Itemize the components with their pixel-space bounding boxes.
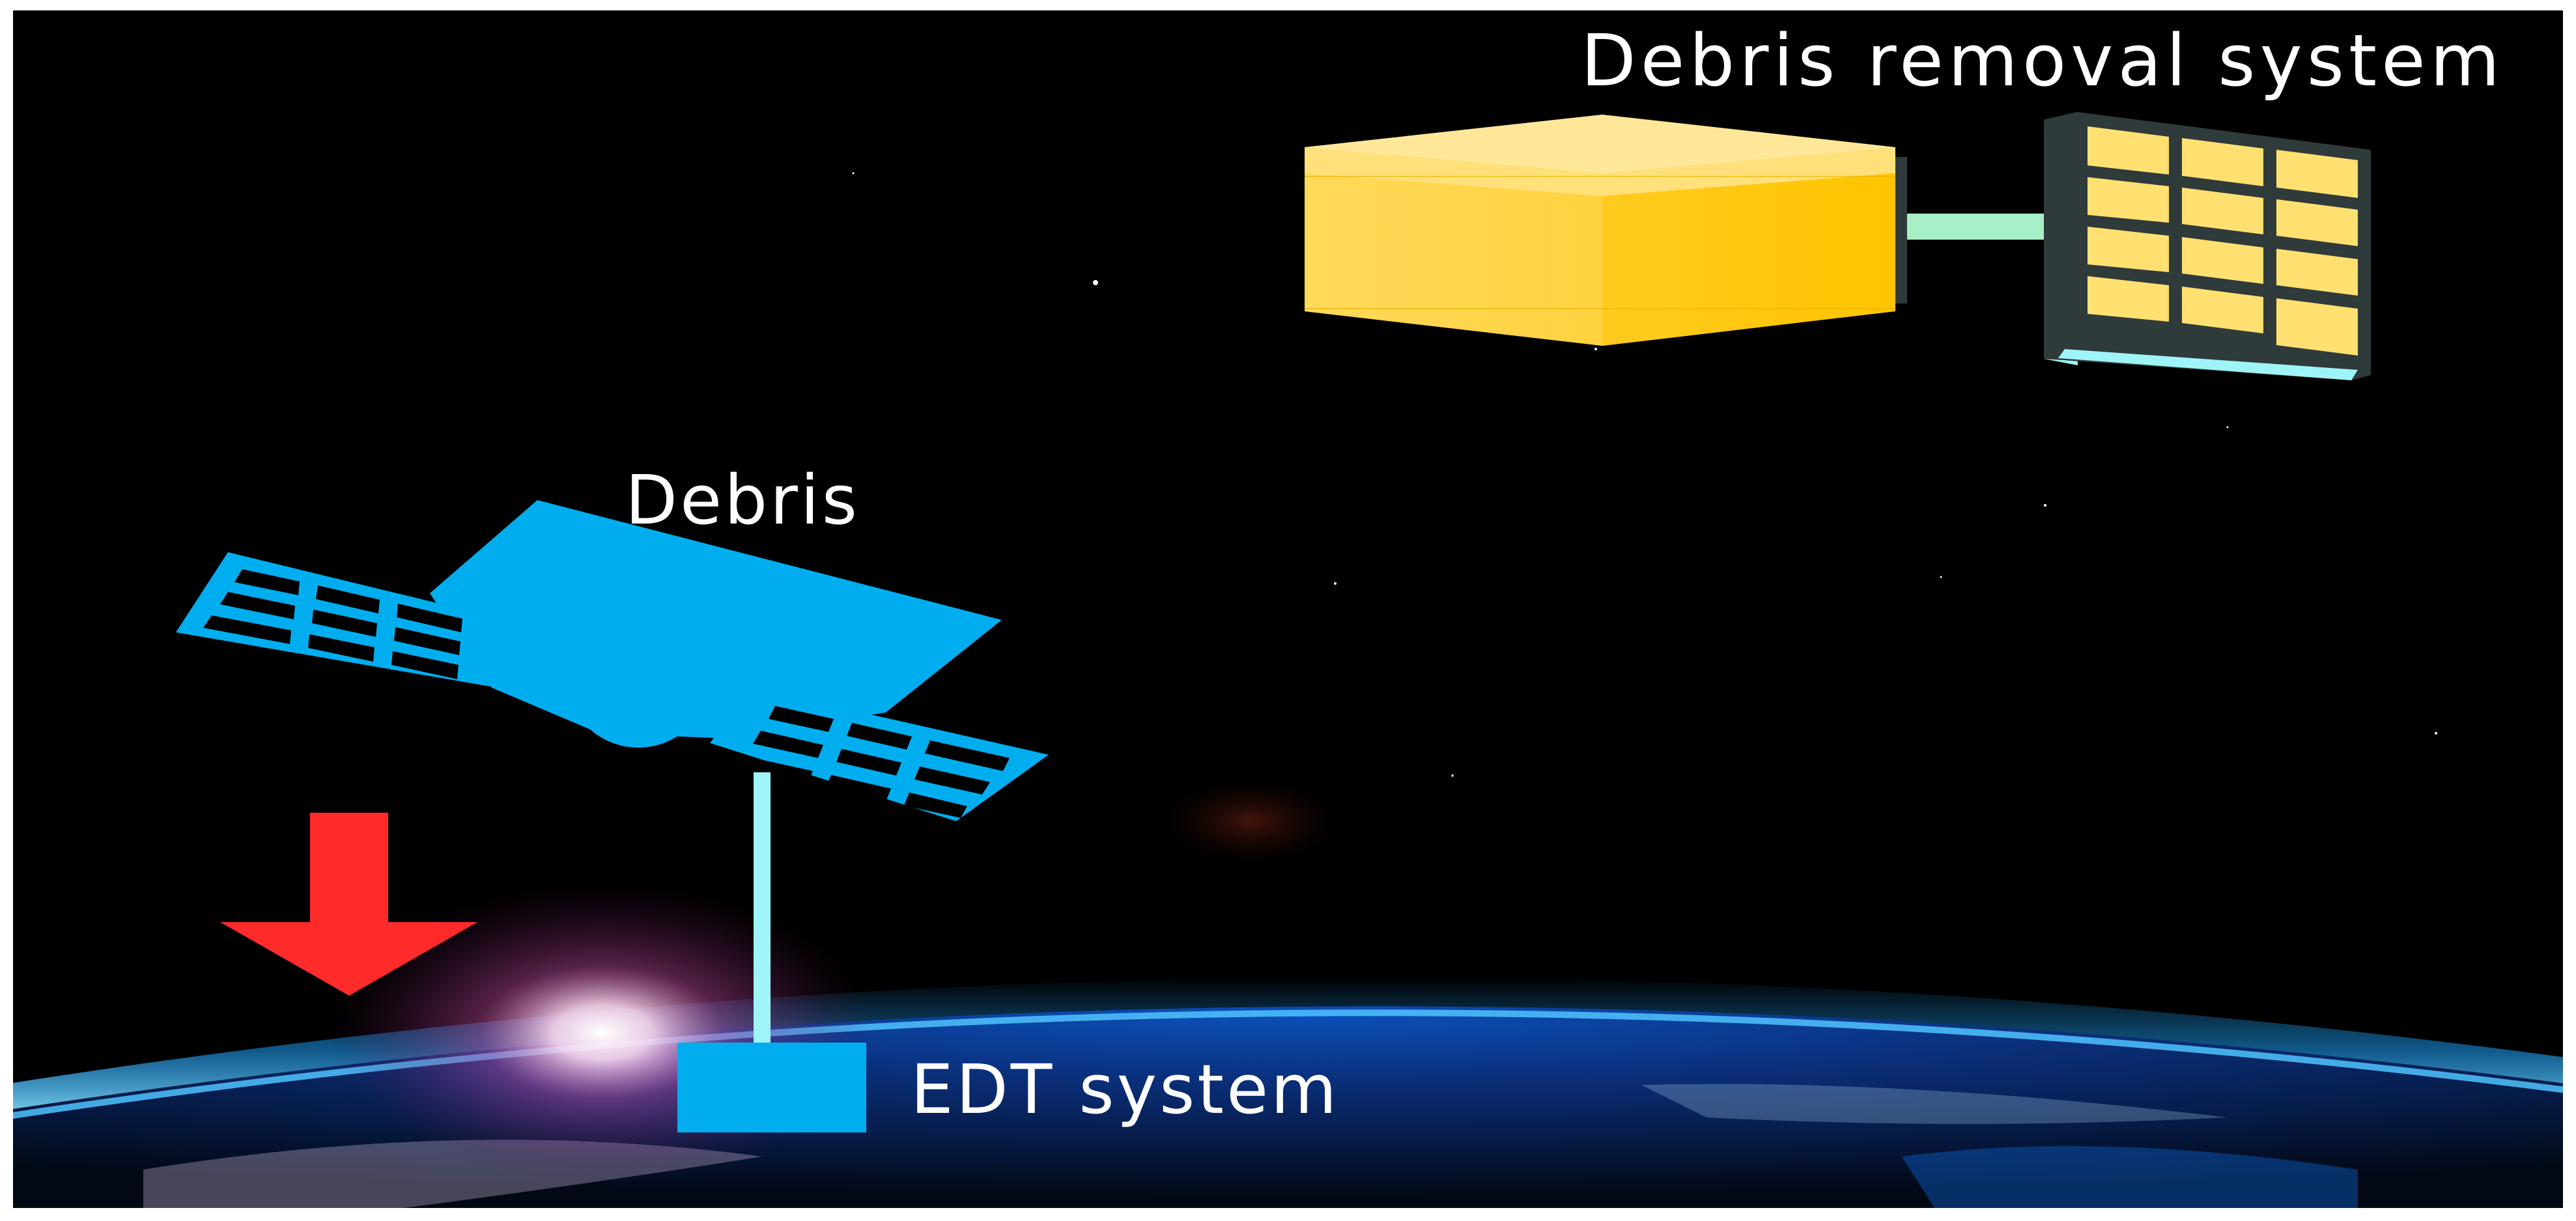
- debris-label: Debris: [625, 466, 860, 534]
- lens-flare: [1166, 781, 1335, 862]
- removal-spacecraft-icon: [1305, 112, 2371, 380]
- edt-module-icon: [677, 1043, 866, 1132]
- space-scene: Debris removal system Debris EDT system: [13, 10, 2563, 1208]
- tether-line-icon: [754, 772, 771, 1056]
- debris-satellite-icon: [176, 500, 1049, 821]
- removal-system-label: Debris removal system: [1581, 25, 2504, 96]
- edt-system-label: EDT system: [911, 1056, 1339, 1123]
- diagram-canvas: [13, 10, 2563, 1208]
